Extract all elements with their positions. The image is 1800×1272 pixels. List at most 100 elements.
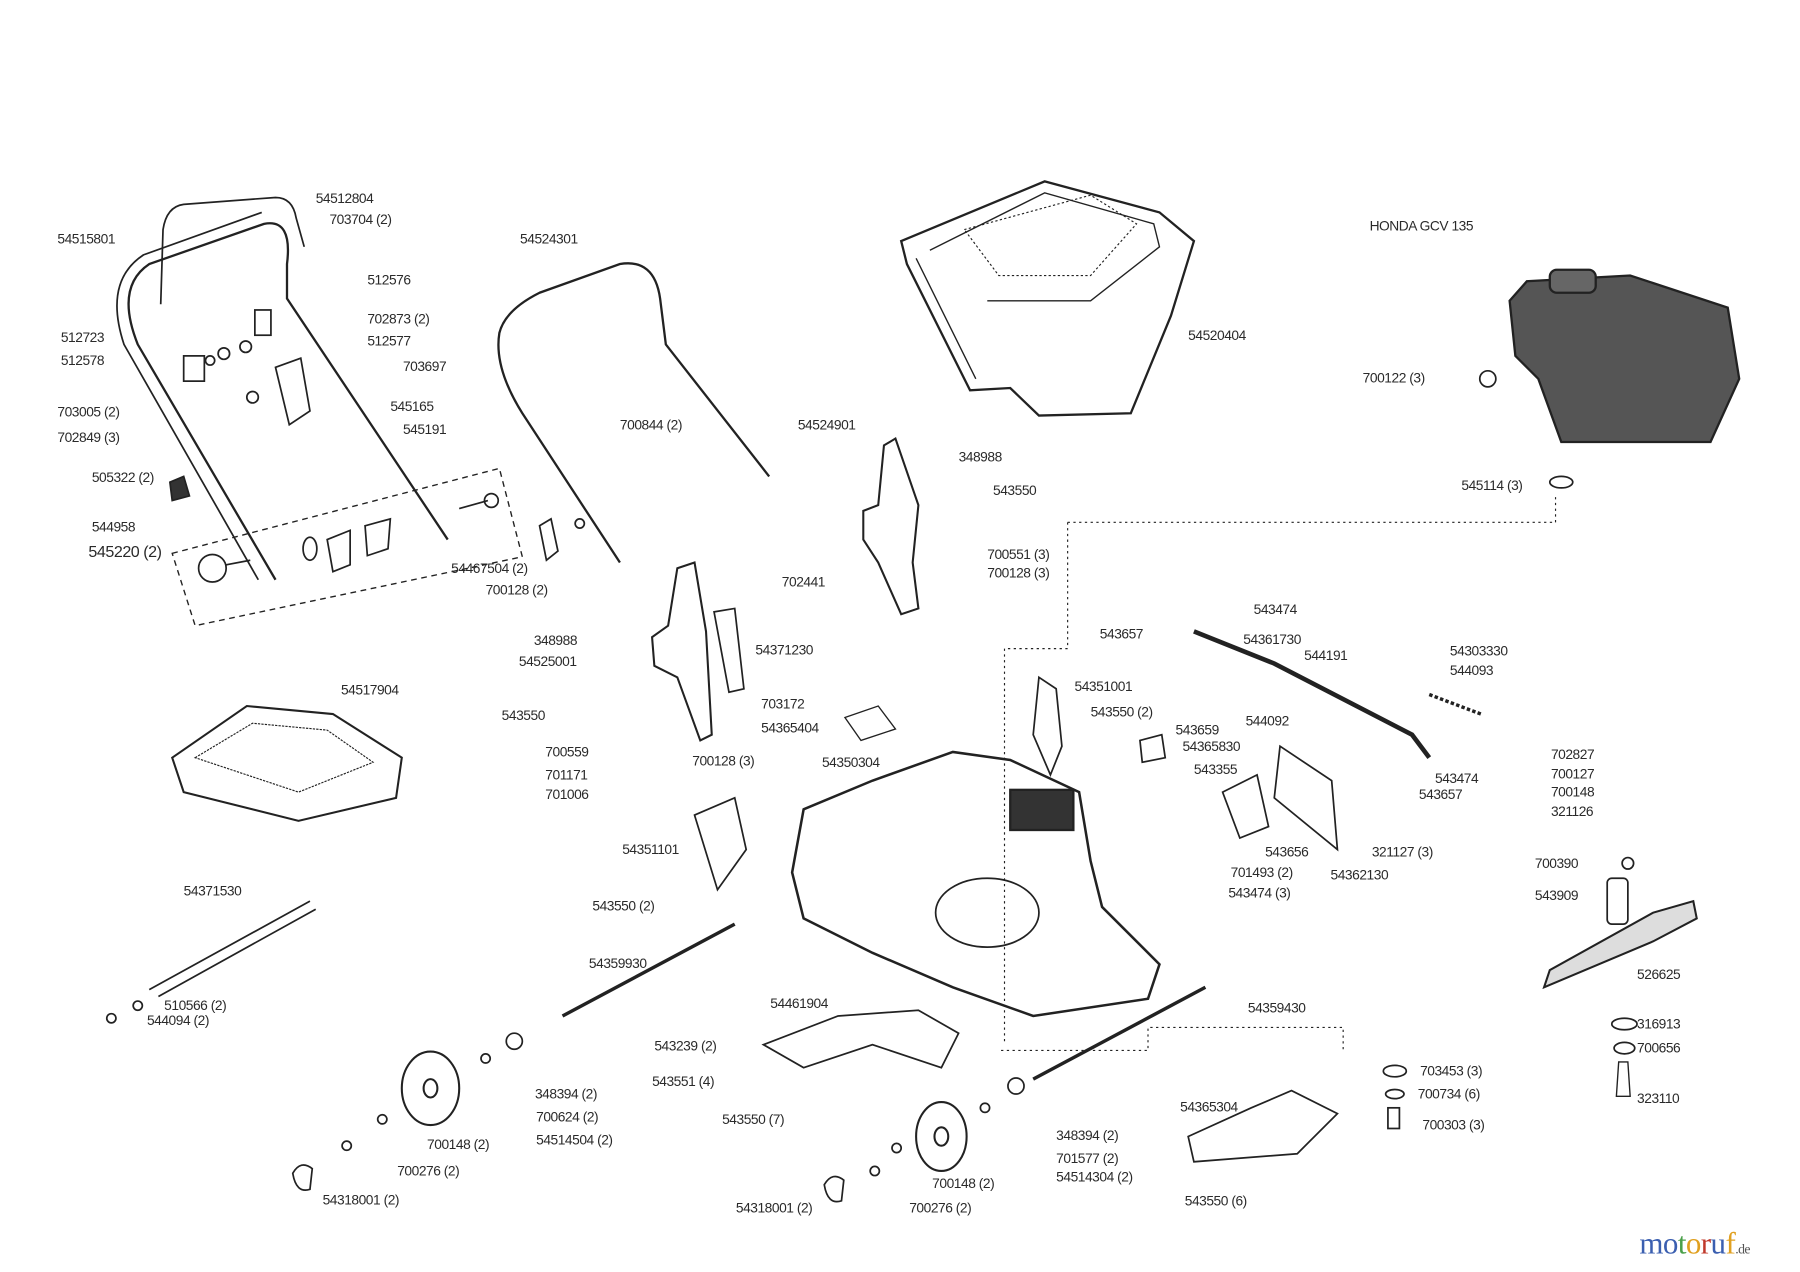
part-label: 700128 (3) bbox=[692, 753, 755, 770]
part-label: 54365404 bbox=[761, 719, 819, 736]
part-label: 54515801 bbox=[57, 230, 116, 247]
part-label: 544093 bbox=[1449, 662, 1494, 679]
part-label: 703697 bbox=[402, 358, 447, 375]
part-label: 543656 bbox=[1265, 843, 1309, 860]
part-label: 543551 (4) bbox=[652, 1073, 715, 1090]
part-label: 512576 bbox=[367, 272, 411, 289]
right-bracket bbox=[862, 436, 920, 616]
part-label: 701171 bbox=[545, 766, 588, 783]
motoruf-watermark-logo: motoruf.de bbox=[1639, 1226, 1750, 1262]
part-label: 703453 (3) bbox=[1420, 1063, 1483, 1080]
rear-axle bbox=[1032, 985, 1207, 1081]
part-label: 348988 bbox=[958, 448, 1003, 465]
watermark-letter: t bbox=[1677, 1226, 1687, 1261]
part-label: 54524301 bbox=[520, 230, 578, 247]
part-label: 54362130 bbox=[1330, 866, 1389, 883]
part-label: 512577 bbox=[367, 332, 411, 349]
part-label: 700148 (2) bbox=[427, 1136, 490, 1153]
part-label: 512578 bbox=[60, 352, 105, 369]
part-label: 700734 (6) bbox=[1417, 1086, 1481, 1103]
side-chute-flap bbox=[693, 796, 748, 892]
part-label: 703704 (2) bbox=[329, 211, 392, 228]
part-label: 54371530 bbox=[183, 882, 242, 899]
part-label: 700390 bbox=[1534, 855, 1579, 872]
part-label: 348394 (2) bbox=[534, 1086, 598, 1103]
grass-catcher bbox=[899, 180, 1196, 417]
part-label: 54359930 bbox=[588, 955, 647, 972]
part-label: 321127 (3) bbox=[1371, 843, 1433, 860]
front-wheel bbox=[400, 1050, 461, 1127]
watermark-letter: o bbox=[1685, 1226, 1701, 1261]
part-label: 54517904 bbox=[340, 681, 399, 698]
part-label: 54467504 (2) bbox=[451, 560, 528, 577]
part-label: 703005 (2) bbox=[57, 404, 120, 421]
part-label: 703172 bbox=[761, 695, 805, 712]
part-label: 510566 (2) bbox=[164, 997, 227, 1014]
part-label: 543355 bbox=[1193, 761, 1238, 778]
part-label: 700656 bbox=[1637, 1040, 1681, 1057]
part-label: 54514504 (2) bbox=[536, 1131, 613, 1148]
part-label: 545114 (3) bbox=[1461, 477, 1523, 494]
part-label: 700559 bbox=[545, 743, 589, 760]
part-label: 700624 (2) bbox=[536, 1108, 599, 1126]
part-label: 543909 bbox=[1534, 887, 1579, 904]
part-label: 700276 (2) bbox=[909, 1199, 972, 1216]
part-label: 54359430 bbox=[1247, 999, 1306, 1016]
part-label: 543550 (7) bbox=[722, 1111, 785, 1128]
blade-adapter bbox=[1606, 856, 1635, 926]
part-label: 54524901 bbox=[797, 416, 856, 433]
part-label: 54350304 bbox=[821, 754, 880, 771]
part-label: 543657 bbox=[1099, 625, 1144, 642]
engine-honda-gcv135 bbox=[1508, 268, 1741, 444]
part-label: 543550 (2) bbox=[592, 897, 655, 914]
part-label: 700128 (2) bbox=[485, 582, 549, 599]
part-label: 702849 (3) bbox=[57, 429, 120, 446]
part-label: 316913 bbox=[1637, 1015, 1681, 1033]
part-label: 545191 bbox=[402, 421, 447, 438]
left-bracket bbox=[650, 561, 713, 742]
part-label: 700128 (3) bbox=[987, 564, 1050, 581]
part-label: 526625 bbox=[1637, 966, 1681, 983]
part-label: 54303330 bbox=[1449, 642, 1508, 659]
part-label: 545220 (2) bbox=[88, 541, 162, 561]
part-label: 701577 (2) bbox=[1056, 1150, 1119, 1167]
part-label: 54512804 bbox=[315, 190, 374, 207]
lower-handle bbox=[127, 222, 449, 581]
part-label: 701006 bbox=[545, 786, 589, 803]
part-label: 543239 (2) bbox=[654, 1037, 717, 1054]
part-label: 543657 bbox=[1418, 786, 1463, 803]
part-label: 54514304 (2) bbox=[1056, 1168, 1133, 1185]
cable-guide-bar bbox=[159, 196, 306, 305]
part-label: 543474 bbox=[1435, 770, 1479, 787]
part-label: 54365304 bbox=[1180, 1098, 1238, 1115]
watermark-text: motoruf bbox=[1639, 1226, 1735, 1262]
part-label: 700148 (2) bbox=[932, 1175, 995, 1192]
mower-deck bbox=[790, 750, 1161, 1018]
skid-plate bbox=[1187, 1089, 1339, 1163]
part-label: 700303 (3) bbox=[1422, 1117, 1485, 1134]
fastener-group-box bbox=[171, 467, 524, 627]
part-label: 348394 (2) bbox=[1056, 1127, 1119, 1144]
part-label: 54318001 (2) bbox=[735, 1199, 813, 1216]
rear-wheel bbox=[915, 1101, 968, 1172]
part-label: 700127 bbox=[1550, 765, 1595, 782]
part-label: 700122 (3) bbox=[1362, 369, 1426, 386]
part-label: 54461904 bbox=[770, 995, 828, 1012]
part-label: 543550 bbox=[501, 707, 546, 724]
part-label: 54520404 bbox=[1188, 327, 1246, 344]
part-label: 54351101 bbox=[622, 841, 679, 858]
part-label: 700276 (2) bbox=[397, 1162, 460, 1179]
part-label: 544958 bbox=[91, 518, 136, 535]
part-label: 700551 (3) bbox=[987, 546, 1050, 563]
part-label: 543474 (3) bbox=[1228, 885, 1291, 902]
watermark-letter: r bbox=[1700, 1226, 1711, 1261]
rear-axle-rod bbox=[148, 900, 317, 998]
part-label: 544191 bbox=[1304, 647, 1348, 664]
part-label: 544092 bbox=[1245, 712, 1290, 729]
part-label: 543474 bbox=[1253, 601, 1298, 618]
part-label: 544094 (2) bbox=[146, 1012, 210, 1029]
part-label: 323110 bbox=[1637, 1090, 1680, 1107]
watermark-letter: f bbox=[1725, 1226, 1736, 1261]
